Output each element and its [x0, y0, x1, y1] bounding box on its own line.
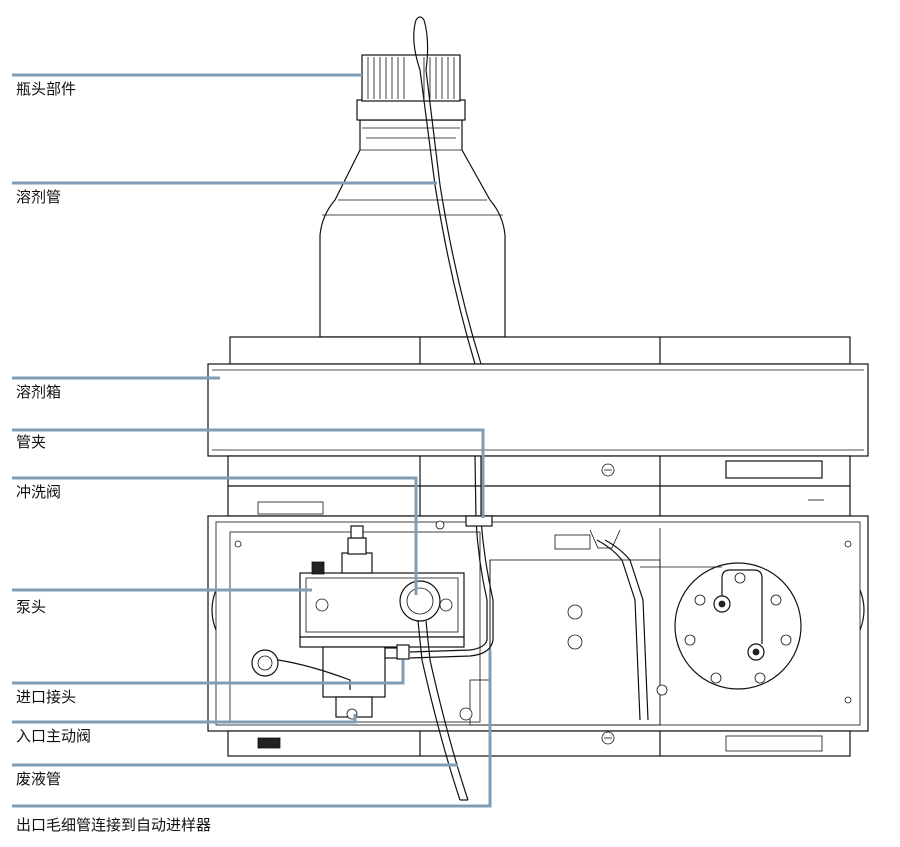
tube-clip [465, 515, 493, 527]
label-waste-tube: 废液管 [16, 770, 61, 788]
outlet-capillary-tube [589, 529, 722, 721]
solvent-tray [207, 336, 869, 457]
rotary-valve [674, 562, 802, 690]
leader-purge-valve [12, 476, 418, 595]
callout-labels: 瓶头部件 溶剂管 溶剂箱 管夹 冲洗阀 泵头 进口接头 入口主动阀 废液管 出口… [16, 80, 211, 834]
inlet-fitting [251, 649, 351, 690]
label-purge-valve: 冲洗阀 [16, 483, 61, 501]
label-solvent-tray: 溶剂箱 [16, 383, 61, 401]
leader-active-inlet-valve [12, 714, 357, 724]
label-solvent-tube: 溶剂管 [16, 188, 61, 206]
label-active-inlet-valve: 入口主动阀 [16, 727, 91, 745]
leader-tube-clip [12, 428, 485, 518]
bottle-head-cap [356, 54, 466, 121]
leader-outlet-capillary [12, 650, 492, 808]
leader-inlet-fitting [12, 660, 405, 685]
label-outlet-capillary: 出口毛细管连接到自动进样器 [16, 816, 211, 834]
leader-lines [12, 73, 492, 808]
solvent-bottle [319, 119, 506, 338]
label-bottle-head: 瓶头部件 [16, 80, 76, 98]
label-tube-clip: 管夹 [16, 433, 46, 451]
waste-tube [417, 620, 469, 801]
solvent-tube [409, 16, 494, 659]
module-top-band [227, 455, 851, 517]
label-pump-head: 泵头 [16, 598, 46, 616]
label-inlet-fitting: 进口接头 [16, 688, 76, 706]
active-inlet-valve [322, 644, 410, 720]
